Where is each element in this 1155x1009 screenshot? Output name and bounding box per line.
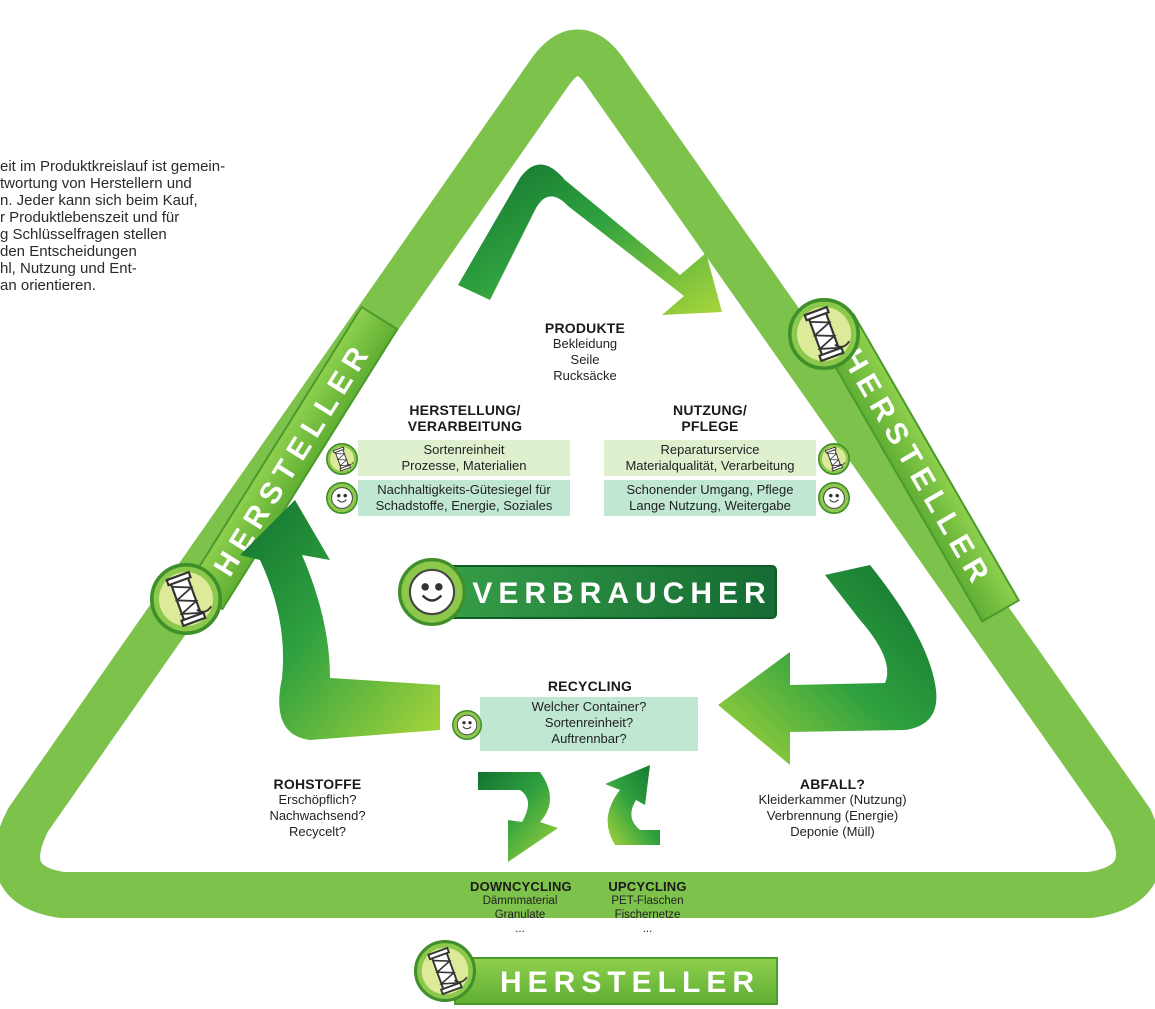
thread-spool-icon (414, 940, 476, 1002)
downcycling-title: DOWNCYCLING (470, 879, 572, 894)
abfall-title: ABFALL? (799, 776, 866, 792)
upcycling-arrow (605, 765, 660, 845)
thread-spool-icon (150, 563, 222, 635)
thread-spool-icon (788, 298, 860, 370)
smiley-icon (452, 710, 482, 740)
hersteller-banner-bottom: HERSTELLER (454, 957, 778, 1005)
rohstoffe-title: ROHSTOFFE (273, 776, 362, 792)
downcycling-block: DOWNCYCLING Dämmmaterial Granulate ... (470, 879, 572, 936)
rohstoffe-block: ROHSTOFFE Erschöpflich? Nachwachsend? Re… (255, 776, 380, 840)
upcycling-block: UPCYCLING PET-Flaschen Fischernetze ... (600, 880, 695, 936)
nutzung-heading: NUTZUNG/ PFLEGE (673, 402, 747, 434)
intro-text: eit im Produktkreislauf ist gemein- twor… (0, 158, 226, 294)
smiley-icon (398, 558, 466, 626)
smiley-icon (326, 482, 358, 514)
hersteller-label-bottom: HERSTELLER (500, 966, 760, 999)
herstellung-box-2: Nachhaltigkeits-Gütesiegel für Schadstof… (358, 480, 570, 516)
cycle-arrow-top (458, 164, 722, 315)
downcycling-arrow (478, 772, 558, 862)
cycle-arrow-right (718, 565, 937, 765)
produkte-block: PRODUKTE Bekleidung Seile Rucksäcke (520, 320, 650, 384)
herstellung-heading: HERSTELLUNG/ VERARBEITUNG (407, 402, 523, 434)
herstellung-box-1: Sortenreinheit Prozesse, Materialien (358, 440, 570, 476)
verbraucher-label: VERBRAUCHER (472, 577, 771, 610)
abfall-block: ABFALL? Kleiderkammer (Nutzung) Verbrenn… (740, 776, 925, 840)
nutzung-box-2: Schonender Umgang, Pflege Lange Nutzung,… (604, 480, 816, 516)
recycling-title: RECYCLING (547, 678, 633, 694)
thread-spool-icon (326, 443, 358, 475)
upcycling-title: UPCYCLING (608, 879, 687, 894)
smiley-icon (818, 482, 850, 514)
thread-spool-icon (818, 443, 850, 475)
cycle-arrow-left (240, 500, 440, 740)
nutzung-box-1: Reparaturservice Materialqualität, Verar… (604, 440, 816, 476)
produkte-title: PRODUKTE (544, 320, 626, 336)
recycling-box: Welcher Container? Sortenreinheit? Auftr… (480, 697, 698, 751)
cycle-ring (0, 29, 1155, 918)
verbraucher-banner: VERBRAUCHER (409, 565, 777, 619)
